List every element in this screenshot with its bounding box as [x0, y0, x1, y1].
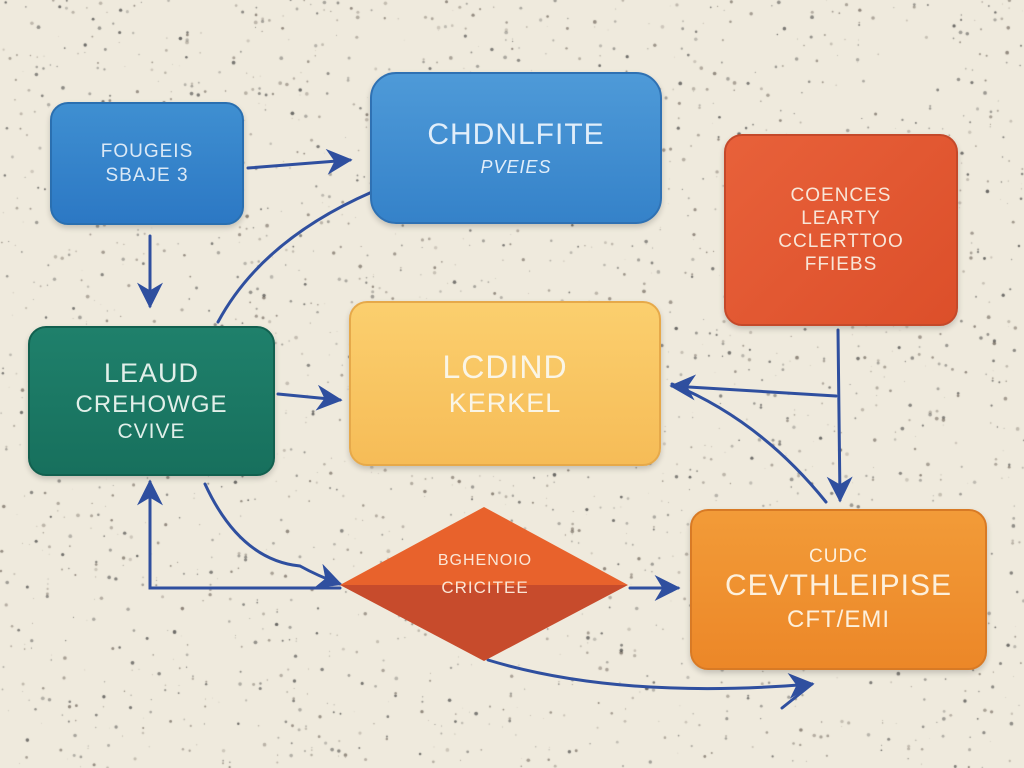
arrow-decision-curve-bottom: [486, 658, 815, 699]
decision-label-line: CRICITEE: [441, 578, 529, 597]
box-label-line: CCLERTTOO: [778, 231, 904, 252]
box-label-line: KERKEL: [448, 387, 562, 418]
arrow-topright-to-bottomright: [826, 328, 853, 503]
decision-label: BGHENOIO CRICITEE: [380, 552, 590, 598]
decision-diamond-top-half: [340, 507, 628, 585]
process-box-top-left[interactable]: FOUGEIS SBAJE 3: [50, 102, 244, 225]
box-label-line: LEARTY: [801, 207, 881, 229]
decision-diamond[interactable]: [338, 505, 630, 663]
process-box-left-middle[interactable]: LEAUD CREHOWGE CVIVE: [28, 326, 275, 476]
box-subtitle: PVEIES: [480, 157, 552, 178]
arrow-feedback-to-center: [669, 374, 838, 401]
arrow-topcenter-curve-down: [216, 190, 374, 324]
box-label-line: CREHOWGE: [75, 391, 228, 419]
box-title: CHDNLFITE: [427, 117, 605, 151]
process-box-center[interactable]: LCDIND KERKEL: [349, 301, 661, 466]
box-label-line: FOUGEIS: [100, 141, 194, 163]
process-box-top-right[interactable]: COENCES LEARTY CCLERTTOO FFIEBS: [724, 134, 958, 326]
arrow-leftmid-to-center: [276, 384, 343, 411]
decision-label-line: BGHENOIO: [437, 552, 533, 569]
box-label-line: COENCES: [790, 184, 892, 206]
arrow-bottomright-curve-to-center: [670, 382, 828, 504]
box-label-line: CFT/EMI: [787, 605, 890, 633]
process-box-top-center[interactable]: CHDNLFITE PVEIES: [370, 72, 662, 224]
box-label-line: CUDC: [809, 545, 868, 567]
box-label-line: FFIEBS: [804, 254, 878, 276]
box-title: CEVTHLEIPISE: [724, 569, 953, 603]
arrow-loop-to-leftmid: [137, 479, 342, 590]
arrow-bottom-tail: [780, 682, 814, 710]
arrow-leftmid-curve-to-decision: [203, 482, 343, 589]
decision-diamond-bottom-half: [340, 585, 628, 661]
box-label-line: CVIVE: [117, 420, 186, 444]
arrow-topleft-to-topcenter: [246, 148, 353, 175]
box-title: LEAUD: [103, 358, 200, 389]
process-box-bottom-right[interactable]: CUDC CEVTHLEIPISE CFT/EMI: [690, 509, 987, 670]
box-label-line: SBAJE 3: [105, 164, 189, 186]
box-title: LCDIND: [442, 348, 568, 385]
